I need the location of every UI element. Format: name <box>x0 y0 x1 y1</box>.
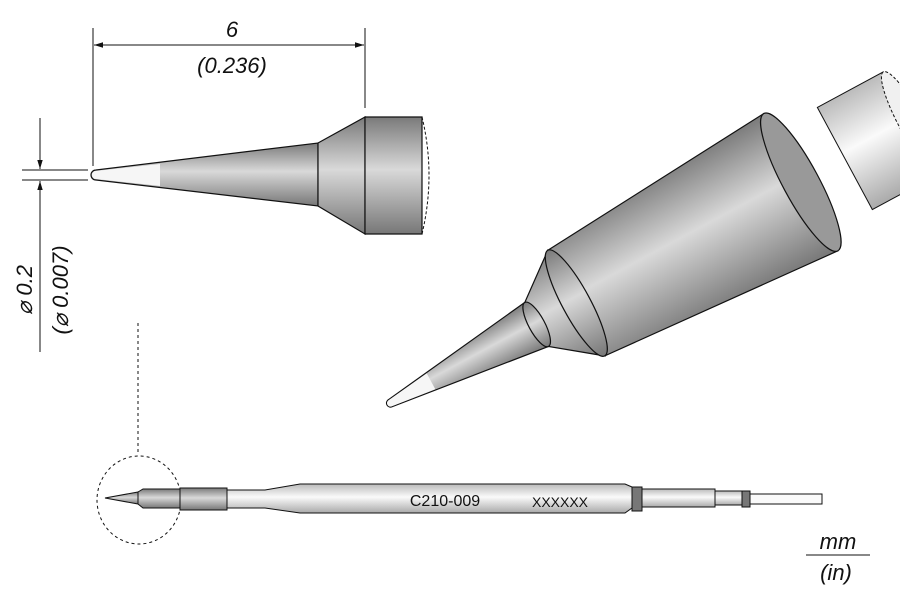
length-dimension: 6 (0.236) <box>92 17 366 166</box>
tip-side-view <box>90 115 430 236</box>
diameter-mm-label: ⌀ 0.2 <box>12 265 37 315</box>
part-code: C210-009 <box>410 493 480 510</box>
tip-3d-view <box>385 71 900 408</box>
serial-number: XXXXXX <box>532 494 589 510</box>
diameter-dimension: ⌀ 0.2 (⌀ 0.007) <box>12 118 88 352</box>
length-in-label: (0.236) <box>197 53 267 78</box>
unit-mm: mm <box>820 529 857 554</box>
unit-in: (in) <box>820 560 852 585</box>
units-legend: mm (in) <box>806 529 870 585</box>
tip-full-view: C210-009 XXXXXX <box>104 483 823 514</box>
diameter-in-label: (⌀ 0.007) <box>48 245 73 334</box>
length-mm-label: 6 <box>226 17 239 42</box>
